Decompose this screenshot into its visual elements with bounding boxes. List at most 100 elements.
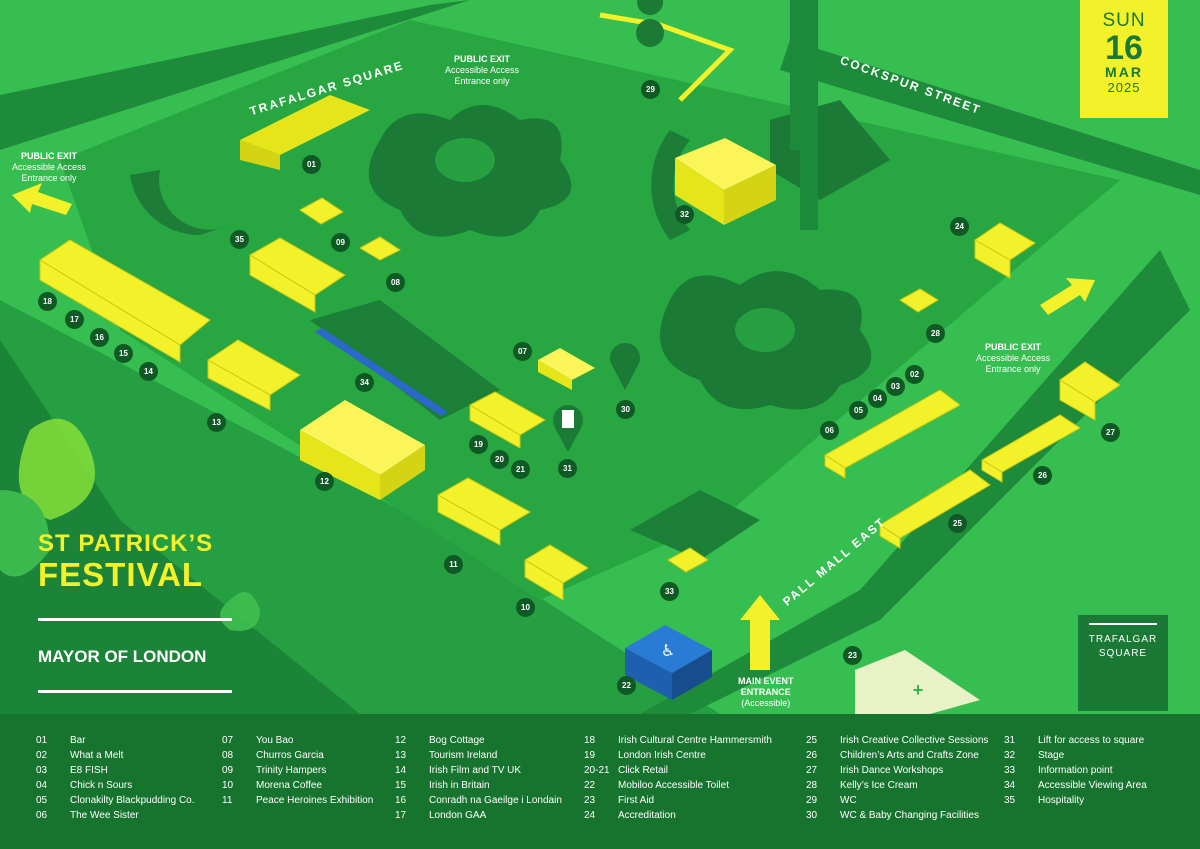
lift-icon (553, 405, 583, 452)
pin-18[interactable]: 18 (38, 292, 57, 311)
pin-03[interactable]: 03 (886, 377, 905, 396)
pin-22[interactable]: 22 (617, 676, 636, 695)
exit-arrow-icons (12, 183, 1095, 670)
date-badge: SUN 16 MAR 2025 (1080, 0, 1168, 118)
date-day: SUN (1102, 10, 1146, 31)
fountain-top (368, 105, 572, 237)
pin-19[interactable]: 19 (469, 435, 488, 454)
pin-28[interactable]: 28 (926, 324, 945, 343)
pin-23[interactable]: 23 (843, 646, 862, 665)
pin-29[interactable]: 29 (641, 80, 660, 99)
pin-33[interactable]: 33 (660, 582, 679, 601)
pin-02[interactable]: 02 (905, 365, 924, 384)
date-year: 2025 (1107, 80, 1141, 95)
pin-31[interactable]: 31 (558, 459, 577, 478)
pin-35[interactable]: 35 (230, 230, 249, 249)
pin-10[interactable]: 10 (516, 598, 535, 617)
nelsons-column (770, 0, 890, 230)
pin-13[interactable]: 13 (207, 413, 226, 432)
pin-07[interactable]: 07 (513, 342, 532, 361)
festival-title: ST PATRICK’S FESTIVAL (38, 530, 214, 593)
date-month: MAR (1105, 64, 1143, 80)
pin-09[interactable]: 09 (331, 233, 350, 252)
pin-27[interactable]: 27 (1101, 423, 1120, 442)
mayor-of-london: MAYOR OF LONDON (38, 647, 207, 666)
pin-14[interactable]: 14 (139, 362, 158, 381)
pin-06[interactable]: 06 (820, 421, 839, 440)
shamrock-logo (0, 418, 260, 631)
fountain-bottom (660, 271, 872, 410)
wc-baby-icon (610, 343, 640, 390)
pin-04[interactable]: 04 (868, 389, 887, 408)
pin-32[interactable]: 32 (675, 205, 694, 224)
first-aid-icon: + (913, 680, 924, 700)
pin-17[interactable]: 17 (65, 310, 84, 329)
pin-30[interactable]: 30 (616, 400, 635, 419)
pin-01[interactable]: 01 (302, 155, 321, 174)
pin-12[interactable]: 12 (315, 472, 334, 491)
divider-top (38, 618, 232, 621)
pin-16[interactable]: 16 (90, 328, 109, 347)
divider-bottom (38, 690, 232, 693)
pin-20[interactable]: 20 (490, 450, 509, 469)
date-num: 16 (1105, 29, 1143, 67)
wheelchair-icon: ♿ (661, 641, 675, 660)
pin-24[interactable]: 24 (950, 217, 969, 236)
pin-26[interactable]: 26 (1033, 466, 1052, 485)
pin-15[interactable]: 15 (114, 344, 133, 363)
pin-05[interactable]: 05 (849, 401, 868, 420)
pin-34[interactable]: 34 (355, 373, 374, 392)
pin-08[interactable]: 08 (386, 273, 405, 292)
pin-25[interactable]: 25 (948, 514, 967, 533)
pin-21[interactable]: 21 (511, 460, 530, 479)
pin-11[interactable]: 11 (444, 555, 463, 574)
